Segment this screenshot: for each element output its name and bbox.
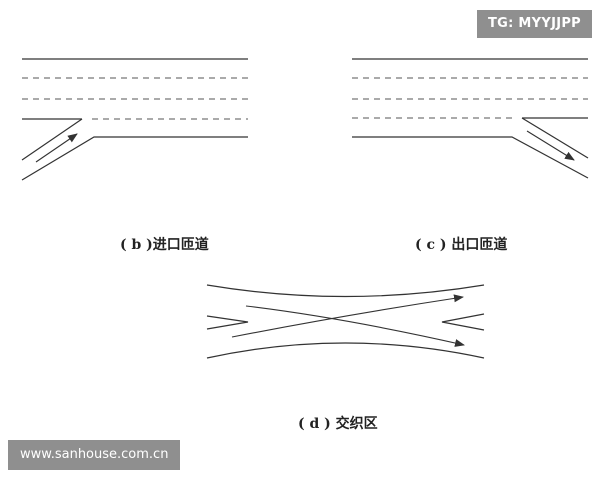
off-ramp-panel: ( c ) 出口匝道	[352, 58, 589, 253]
diverge-arrow	[526, 130, 575, 161]
weaving-panel: ( d ) 交织区	[206, 284, 485, 432]
watermark-bottom: www.sanhouse.com.cn	[8, 440, 181, 470]
merge-arrow	[35, 133, 78, 163]
on-ramp-panel: ( b )进口匝道	[21, 58, 248, 253]
ramp-left-edge	[352, 136, 589, 179]
weaving-top-edge	[206, 284, 485, 298]
weave-arrow-upper	[231, 294, 464, 338]
left-gore-wedge	[206, 315, 249, 330]
ramp-right-edge	[21, 136, 248, 181]
weave-arrow-lower	[245, 305, 465, 347]
right-gore-wedge	[441, 313, 485, 331]
watermark-top: TG: MYYJJPP	[476, 10, 592, 38]
weaving-bottom-edge	[206, 342, 485, 359]
ramp-left-edge	[21, 118, 83, 161]
weaving-caption: ( d ) 交织区	[298, 415, 378, 432]
ramp-right-edge	[521, 117, 589, 159]
off-ramp-caption: ( c ) 出口匝道	[415, 236, 507, 253]
on-ramp-caption: ( b )进口匝道	[120, 236, 209, 253]
